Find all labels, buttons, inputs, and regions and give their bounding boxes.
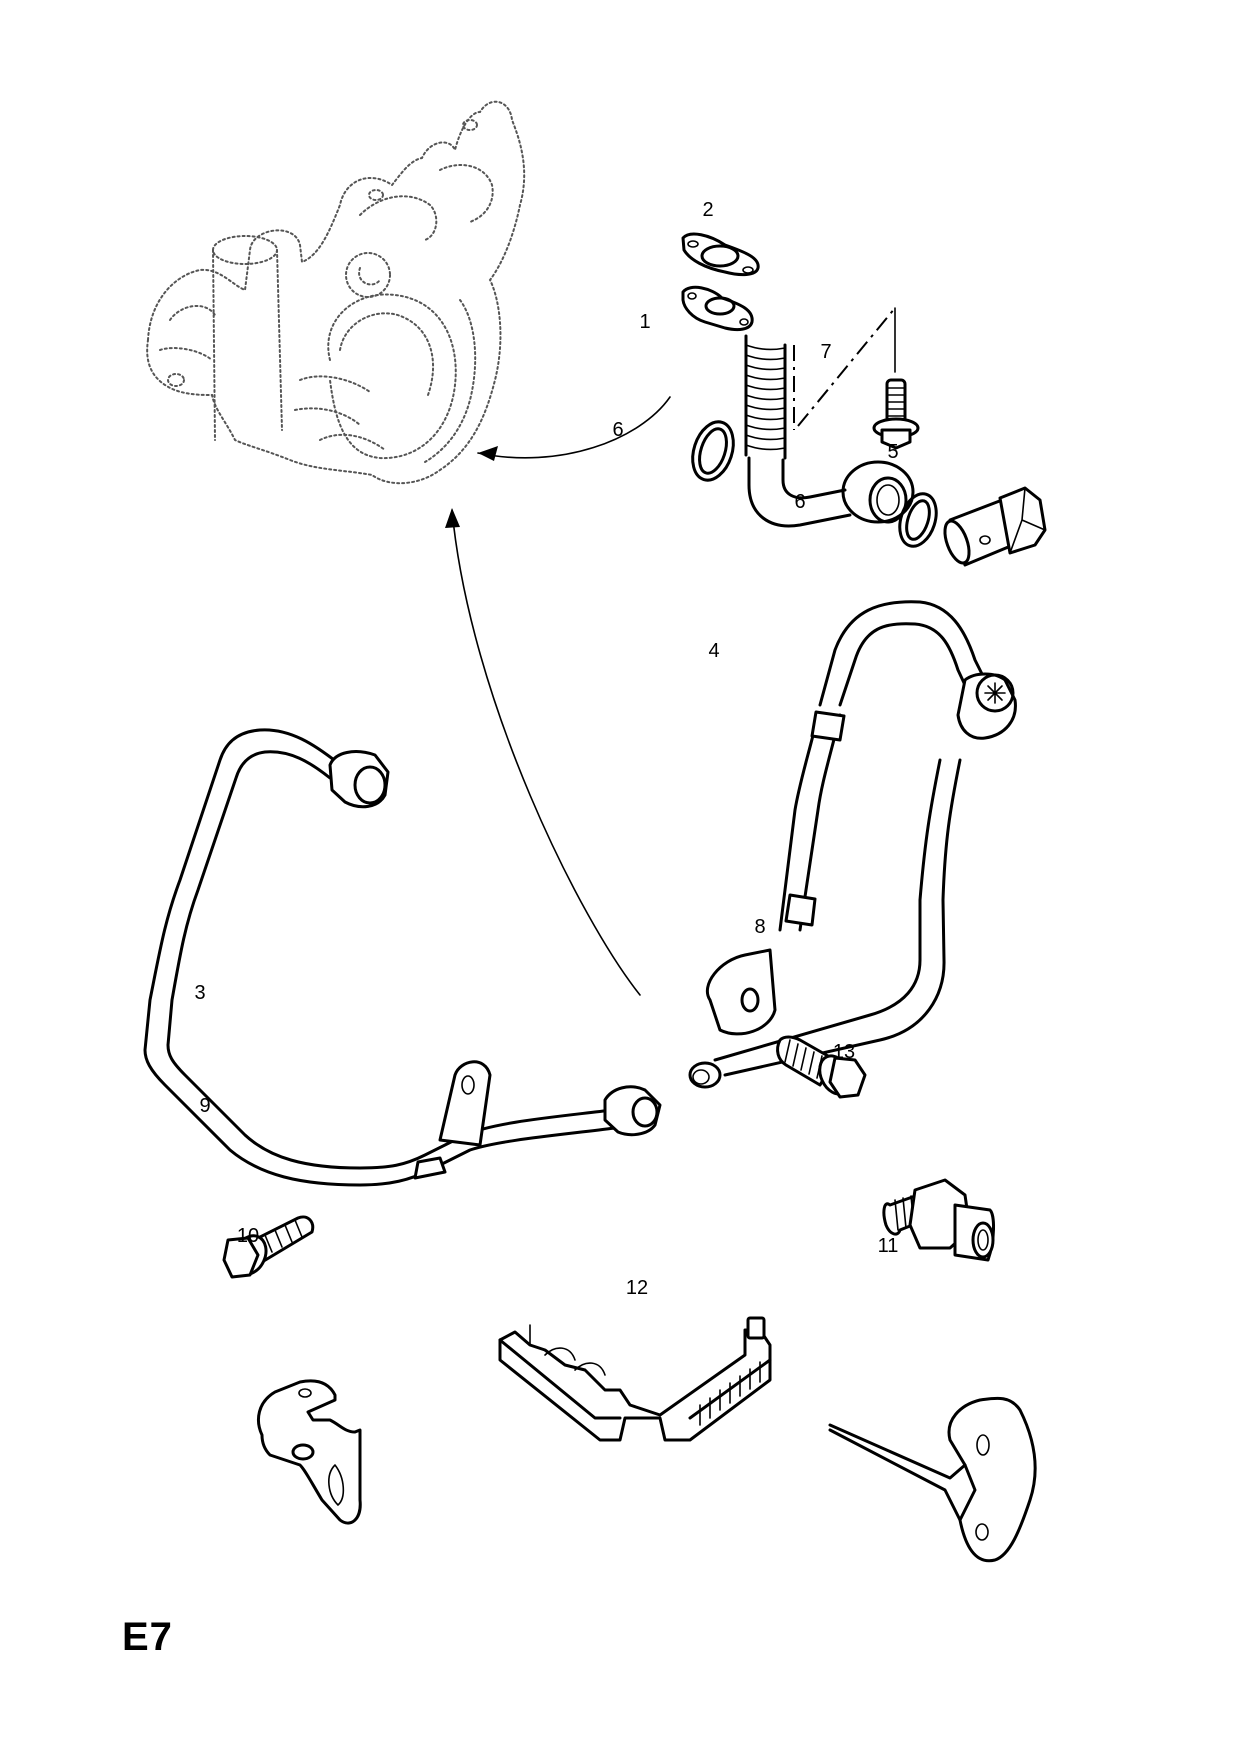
part-7-bolt xyxy=(872,378,920,450)
assembly-arrows xyxy=(445,396,671,996)
corrugation-rings xyxy=(745,344,786,451)
callout-1: 1 xyxy=(639,311,651,333)
page-code: E7 xyxy=(122,1615,173,1659)
arrow-head-icon xyxy=(478,446,498,461)
part-12-pipe-clip xyxy=(498,1316,772,1442)
part-13-adapter-union xyxy=(882,1178,995,1262)
callout-7: 7 xyxy=(820,341,832,363)
callout-5: 5 xyxy=(887,441,899,463)
callout-6-left: 6 xyxy=(612,419,624,441)
callout-2: 2 xyxy=(702,199,714,221)
part-11-bracket xyxy=(828,1396,1037,1563)
callout-13: 13 xyxy=(832,1041,856,1063)
part-3-oil-pipe xyxy=(143,728,662,1187)
part-6-sealing-ring-right xyxy=(898,492,938,548)
callout-8: 8 xyxy=(754,916,766,938)
callout-10: 10 xyxy=(236,1225,260,1247)
part-1-oil-return-pipe xyxy=(681,285,915,528)
part-2-gasket xyxy=(681,232,760,277)
callout-9: 9 xyxy=(199,1095,211,1117)
part-10-bracket xyxy=(257,1379,362,1525)
alignment-lines xyxy=(793,307,896,430)
arrow-head-icon xyxy=(445,508,460,528)
callout-12: 12 xyxy=(625,1277,649,1299)
part-5-banjo-bolt xyxy=(943,486,1047,567)
callout-6-right: 6 xyxy=(794,491,806,513)
callout-3: 3 xyxy=(194,982,206,1004)
turbocharger-reference-drawing xyxy=(146,100,526,485)
callout-11: 11 xyxy=(877,1235,899,1257)
part-4-oil-pipe xyxy=(688,600,1017,1089)
part-9-bolt xyxy=(222,1215,315,1279)
part-8-bolt xyxy=(776,1035,867,1099)
part-6-sealing-ring-left xyxy=(691,420,735,482)
callout-4: 4 xyxy=(708,640,720,662)
